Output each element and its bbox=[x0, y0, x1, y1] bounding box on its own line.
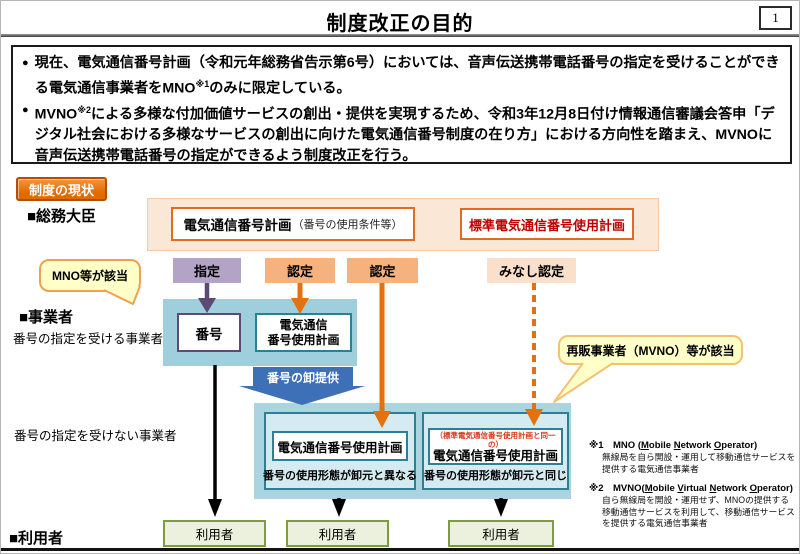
lower-right-plan-title: 電気通信番号使用計画 bbox=[432, 448, 558, 463]
user-arrow-2-head bbox=[332, 499, 346, 517]
summary-box: ● 現在、電気通信番号計画（令和元年総務省告示第6号）においては、音声伝送携帯電… bbox=[11, 45, 792, 164]
user-box-3: 利用者 bbox=[448, 520, 554, 547]
title-divider bbox=[1, 34, 799, 37]
summary-bullet-1-text: 現在、電気通信番号計画（令和元年総務省告示第6号）においては、音声伝送携帯電話番… bbox=[34, 55, 780, 97]
status-badge: 制度の現状 bbox=[16, 177, 107, 201]
user-arrow-1-head bbox=[208, 499, 222, 517]
operator-plan-line1: 電気通信 bbox=[279, 317, 328, 332]
callout-mno: MNO等が該当 bbox=[39, 259, 141, 292]
lower-left-plan-box: 電気通信番号使用計画 bbox=[272, 431, 408, 461]
page-title: 制度改正の目的 bbox=[326, 13, 474, 35]
footnote-1-title: ※1 MNO (Mobile Network Operator) bbox=[589, 440, 758, 451]
callout-mvno-tail bbox=[553, 362, 614, 403]
summary-bullet-2: ● MVNO※2による多様な付加価値サービスの創出・提供を実現するため、令和3年… bbox=[22, 100, 780, 168]
user-box-2: 利用者 bbox=[286, 520, 389, 547]
label-deemed-certification: みなし認定 bbox=[487, 258, 576, 283]
footnote-2-body: 自ら無線局を開設・運用せず、MNOの提供する移動通信サービスを利用して、移動通信… bbox=[602, 495, 795, 528]
row-label-ministry: ■総務大臣 bbox=[27, 208, 97, 225]
number-plan-box: 電気通信番号計画 （番号の使用条件等） bbox=[171, 207, 415, 241]
label-designation: 指定 bbox=[173, 258, 241, 283]
page-number: 1 bbox=[759, 6, 792, 30]
bottom-divider bbox=[1, 548, 799, 551]
footnote-2: ※2 MVNO(Mobile Virtual Network Operator)… bbox=[589, 483, 797, 530]
user-arrow-3-head bbox=[494, 499, 508, 517]
footnote-1-body: 無線局を自ら開設・運用して移動通信サービスを提供する電気通信事業者 bbox=[602, 452, 796, 474]
lower-right-caption: 番号の使用形態が卸元と同じ bbox=[424, 470, 567, 482]
callout-mvno: 再販事業者（MVNO）等が該当 bbox=[558, 335, 743, 365]
bullet-icon: ● bbox=[22, 57, 29, 69]
lower-right-plan-note: （標準電気通信番号使用計画と同一の） bbox=[435, 430, 556, 449]
footnote-1: ※1 MNO (Mobile Network Operator) 無線局を自ら開… bbox=[589, 440, 797, 475]
wholesale-arrow-label: 番号の卸提供 bbox=[266, 371, 339, 385]
label-certification-1: 認定 bbox=[265, 258, 335, 283]
label-operator-without-designation: 番号の指定を受けない事業者 bbox=[14, 429, 177, 443]
summary-bullet-2-text: MVNO※2による多様な付加価値サービスの創出・提供を実現するため、令和3年12… bbox=[34, 104, 775, 165]
footnote-2-title: ※2 MVNO(Mobile Virtual Network Operator) bbox=[589, 483, 793, 494]
lower-right-plan-box: （標準電気通信番号使用計画と同一の） 電気通信番号使用計画 bbox=[428, 428, 563, 465]
row-label-user: ■利用者 bbox=[9, 530, 64, 547]
footnotes: ※1 MNO (Mobile Network Operator) 無線局を自ら開… bbox=[589, 440, 797, 530]
number-box: 番号 bbox=[177, 313, 241, 352]
standard-plan-box: 標準電気通信番号使用計画 bbox=[460, 208, 634, 240]
operator-plan-line2: 番号使用計画 bbox=[267, 332, 340, 347]
label-operator-with-designation: 番号の指定を受ける事業者 bbox=[13, 332, 164, 346]
number-plan-title: 電気通信番号計画 bbox=[183, 218, 292, 233]
lower-left-caption: 番号の使用形態が卸元と異なる bbox=[263, 470, 417, 482]
row-label-operator: ■事業者 bbox=[19, 309, 74, 326]
bullet-icon: ● bbox=[22, 103, 29, 116]
summary-bullet-1: ● 現在、電気通信番号計画（令和元年総務省告示第6号）においては、音声伝送携帯電… bbox=[22, 53, 780, 100]
operator-plan-box: 電気通信 番号使用計画 bbox=[255, 313, 352, 352]
number-plan-note: （番号の使用条件等） bbox=[292, 219, 403, 231]
label-certification-2: 認定 bbox=[347, 258, 418, 283]
user-box-1: 利用者 bbox=[163, 520, 266, 547]
